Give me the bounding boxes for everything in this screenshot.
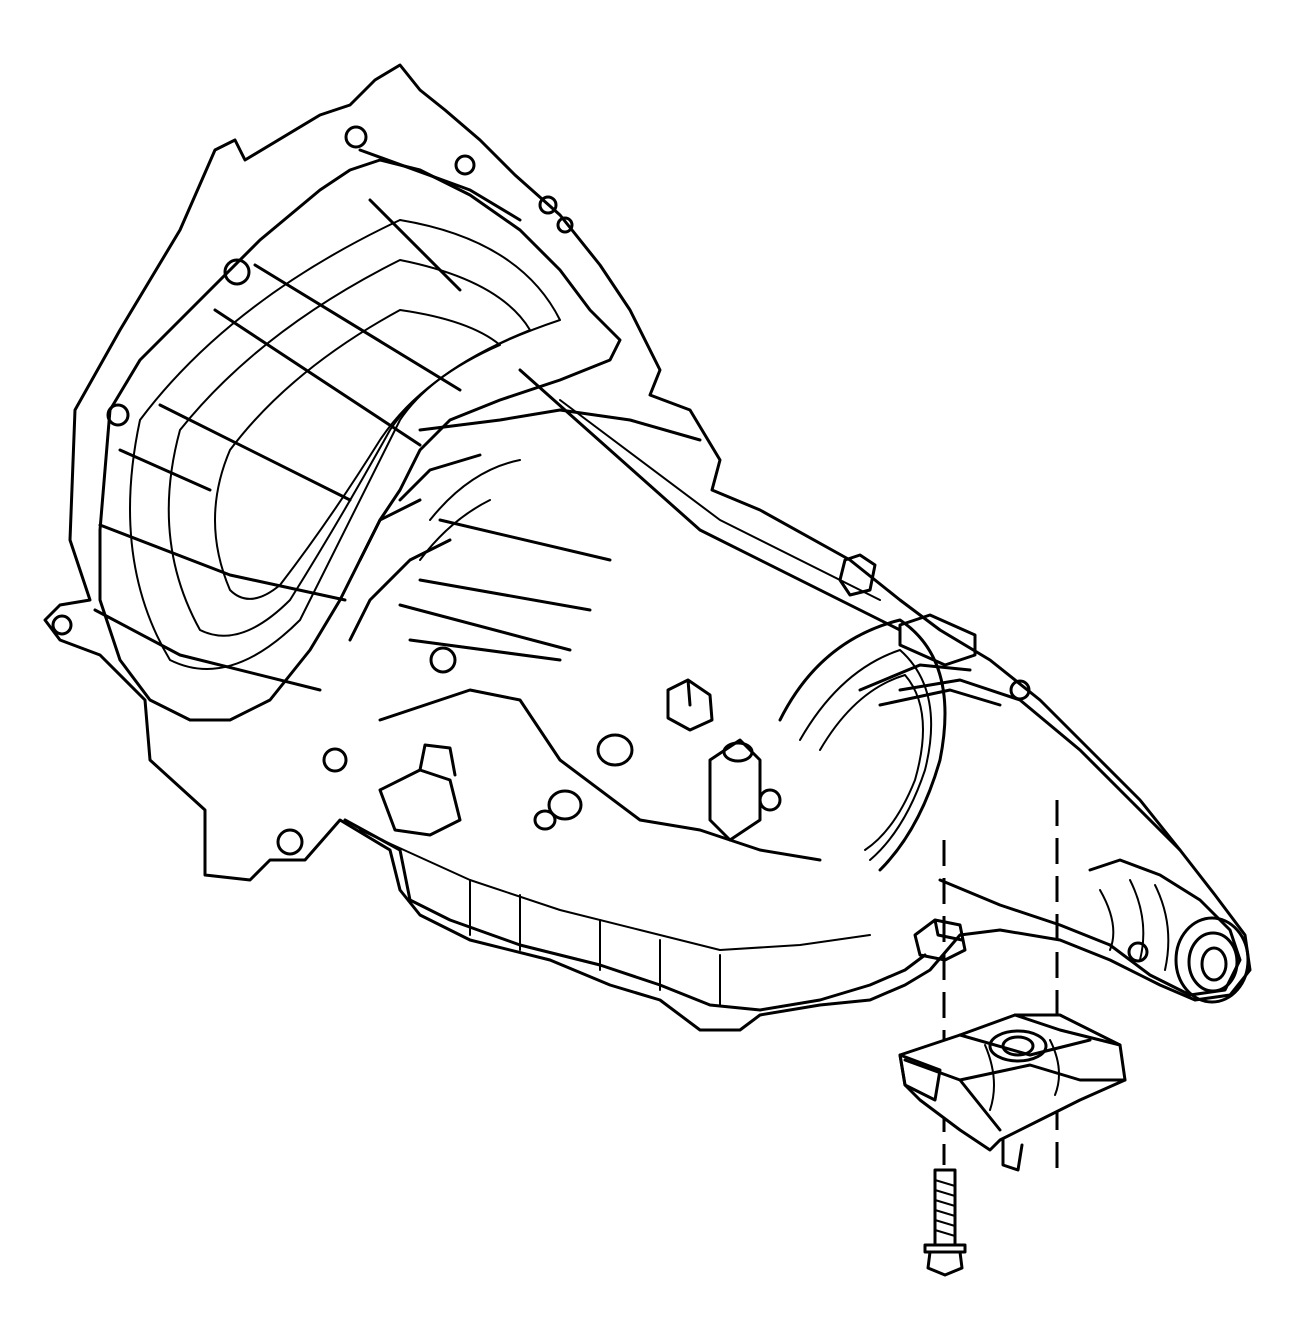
case-plug-3	[533, 809, 557, 831]
bell-rib-1	[158, 403, 352, 502]
mount-bolt	[923, 1168, 967, 1277]
bell-opening-edge	[98, 158, 622, 722]
case-boss-cap	[722, 741, 754, 763]
case-plug-2	[547, 789, 583, 821]
bolt-washer	[923, 1243, 967, 1254]
mount-center-hole	[1001, 1035, 1035, 1057]
case-plug-1	[596, 733, 634, 767]
bell-bolt-boss-10	[322, 747, 348, 773]
bolt-threads	[934, 1179, 956, 1237]
bell-rib-6	[368, 198, 462, 292]
mount-bracket-edge	[903, 1058, 1127, 1132]
bell-housing-outline	[43, 63, 1252, 1032]
output-seal-mid	[1187, 931, 1239, 993]
mount-stud	[1001, 1138, 1024, 1172]
output-seal-outer	[1174, 916, 1250, 1004]
tail-ribs	[1099, 879, 1170, 971]
extension-mount-pad	[913, 918, 967, 962]
bell-rib-3	[98, 523, 347, 602]
converter-ring-inner	[214, 309, 501, 600]
bell-bolt-boss-2	[106, 403, 130, 427]
bell-bolt-boss-7	[51, 614, 73, 636]
case-top-flange	[898, 613, 977, 667]
bell-bolt-boss-1	[223, 258, 251, 286]
bell-rib-5	[253, 263, 462, 392]
oil-pan-ribs	[469, 879, 721, 1006]
vent-tab	[838, 553, 877, 597]
tail-housing	[1088, 858, 1242, 997]
bell-rib-4	[213, 308, 422, 447]
converter-ring-outer	[129, 219, 561, 670]
transmission-mount	[898, 1013, 1127, 1172]
bell-bolt-boss-9	[429, 646, 457, 674]
bell-rib-2	[118, 448, 212, 492]
oil-pan-lip	[359, 829, 871, 951]
mount-bracket-ribs	[984, 1039, 1060, 1111]
bell-bolt-boss-4	[454, 154, 476, 176]
neutral-switch	[378, 743, 462, 837]
case-top-line-2	[559, 399, 881, 601]
mount-flange-left	[898, 1053, 942, 1102]
case-flange-inner	[419, 459, 521, 561]
extension-ring-3	[819, 674, 924, 851]
extension-cone-bottom	[938, 878, 1112, 947]
transmission-assembly	[43, 63, 1252, 1032]
bell-bolt-boss-8	[276, 828, 304, 856]
bell-bolt-boss-6	[556, 216, 574, 234]
bell-rib-7	[358, 148, 522, 222]
bell-rib-8	[93, 608, 322, 692]
mount-bracket-top	[958, 1013, 1122, 1057]
case-boss	[708, 738, 762, 842]
output-seal-inner	[1200, 946, 1228, 982]
mount-bracket-body	[898, 1013, 1127, 1152]
case-flange	[348, 408, 702, 642]
bolt-head	[926, 1250, 964, 1277]
case-lower-edge	[378, 688, 822, 862]
case-bolt-1	[758, 788, 782, 812]
case-ribs	[398, 518, 612, 662]
case-port	[666, 678, 714, 732]
bell-bolt-boss-3	[344, 125, 368, 149]
oil-pan	[343, 818, 927, 1012]
mount-center-boss	[988, 1029, 1048, 1063]
case-top-line	[518, 368, 902, 632]
bell-bolt-boss-5	[538, 195, 558, 215]
tail-bolt	[1127, 941, 1149, 963]
extension-cone-top	[898, 678, 1182, 852]
extension-flange	[858, 663, 1002, 707]
extension-ring-1	[778, 618, 947, 872]
